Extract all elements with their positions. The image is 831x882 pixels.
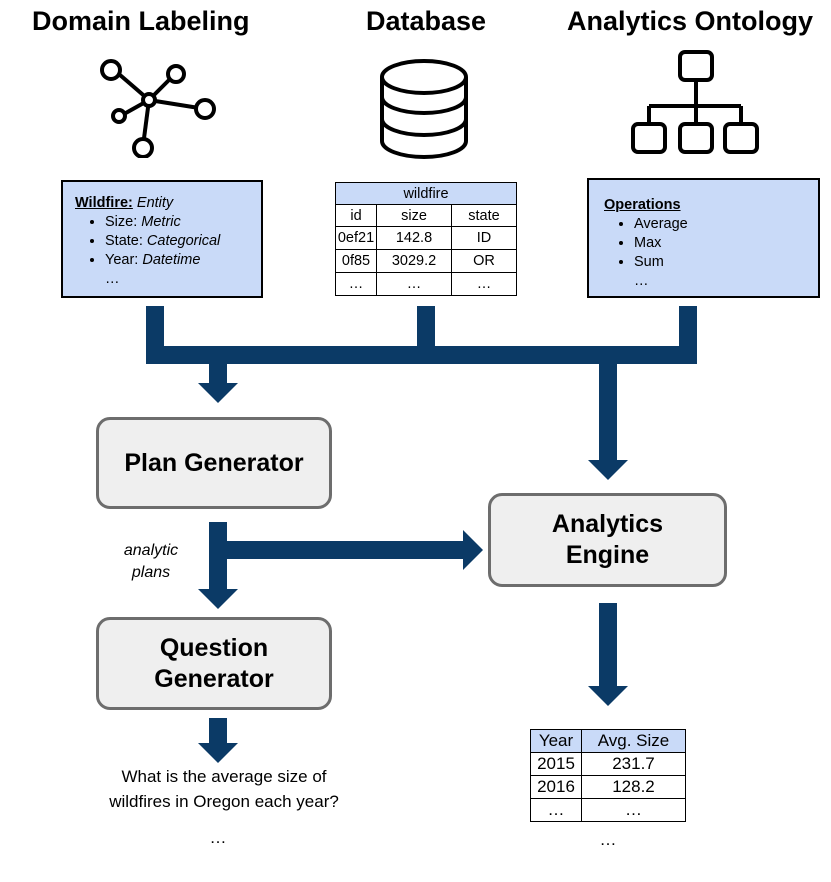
hierarchy-icon [631, 50, 759, 154]
field-list: Size: Metric State: Categorical Year: Da… [75, 213, 261, 289]
table-cell: 2016 [530, 775, 582, 799]
table-cell: ID [451, 226, 517, 250]
operations-list: Average Max Sum … [604, 215, 818, 291]
entity-line: Wildfire: Entity [75, 194, 261, 213]
generated-question: What is the average size of wildfires in… [109, 767, 339, 811]
domain-labeling-panel: Wildfire: Entity Size: Metric State: Cat… [61, 180, 263, 298]
operation-item: Max [634, 234, 818, 253]
plan-generator-box: Plan Generator [96, 417, 332, 509]
result-ellipsis: … [599, 830, 617, 849]
table-cell: … [451, 272, 517, 296]
analytics-engine-label-line1: Analytics [551, 510, 664, 538]
heading-database: Database [366, 6, 487, 36]
table-cell: 0f85 [335, 249, 377, 273]
question-generator-label-line2: Generator [154, 664, 274, 693]
table-cell: 231.7 [581, 752, 686, 776]
field-item: State: Categorical [105, 232, 261, 251]
table-cell: 128.2 [581, 775, 686, 799]
edge-label-analytic-plans: analytic plans [123, 542, 179, 581]
field-item: Year: Datetime [105, 251, 261, 270]
operation-ellipsis: … [634, 273, 649, 289]
question-generator-box: Question Generator [96, 617, 332, 710]
table-cell: … [530, 798, 582, 822]
database-table: wildfire id size state 0ef21 142.8 ID 0f… [335, 182, 517, 296]
table-cell: 2015 [530, 752, 582, 776]
heading-domain-labeling: Domain Labeling [32, 6, 250, 36]
plan-generator-label: Plan Generator [124, 448, 304, 477]
question-generator-label-line1: Question [159, 633, 269, 662]
operations-panel: Operations Average Max Sum … [587, 178, 820, 298]
column-header: state [451, 204, 517, 227]
column-header: Avg. Size [581, 729, 686, 753]
column-header: Year [530, 729, 582, 753]
analytics-engine-label-line2: Engine [565, 541, 650, 569]
operation-item: Sum [634, 253, 818, 272]
table-cell: … [376, 272, 452, 296]
database-table-title: wildfire [335, 182, 517, 205]
table-cell: 142.8 [376, 226, 452, 250]
entity-name: Wildfire: [75, 195, 133, 211]
entity-type: Entity [136, 195, 174, 211]
question-ellipsis: … [209, 828, 227, 847]
table-cell: … [581, 798, 686, 822]
operation-item: Average [634, 215, 818, 234]
field-item: Size: Metric [105, 213, 261, 232]
result-table: Year Avg. Size 2015 231.7 2016 128.2 … … [530, 729, 686, 822]
database-icon [380, 59, 468, 159]
field-ellipsis: … [105, 271, 120, 287]
operations-title: Operations [604, 197, 681, 213]
table-cell: 0ef21 [335, 226, 377, 250]
analytics-engine-box: Analytics Engine [488, 493, 727, 587]
network-graph-icon [100, 59, 216, 158]
heading-analytics-ontology: Analytics Ontology [567, 6, 814, 36]
